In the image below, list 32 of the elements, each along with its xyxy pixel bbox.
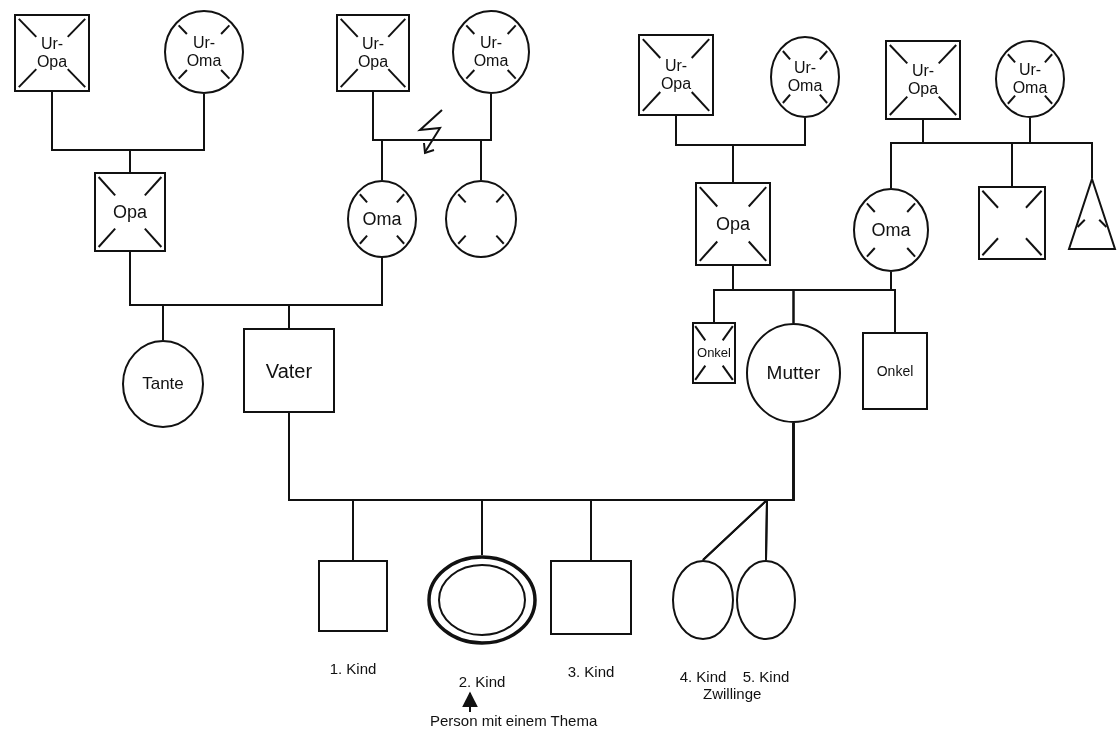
person-name: Opa [113, 201, 147, 223]
family-line [765, 422, 795, 561]
family-line [890, 271, 896, 333]
person-name: Ur-Opa [906, 61, 940, 99]
person-name: Oma [871, 219, 911, 241]
twins-label: Zwillinge [703, 685, 762, 702]
person-name: Opa [716, 213, 750, 235]
person-name: Ur-Oma [786, 58, 824, 96]
person-name: Onkel [697, 345, 731, 361]
person-name: Tante [142, 374, 184, 394]
person-label: 2. Kind [457, 673, 507, 690]
family-line [732, 117, 806, 183]
person-name: Oma [362, 208, 402, 230]
person-label: 3. Kind [566, 663, 616, 680]
person-name: Ur-Oma [472, 33, 510, 71]
person-name: Mutter [766, 362, 821, 384]
person-name: Ur-Opa [35, 34, 69, 72]
person-name: Ur-Opa [356, 34, 390, 72]
person-label: 4. Kind [678, 668, 728, 685]
person-name: Ur-Opa [659, 56, 693, 94]
person-label: 1. Kind [328, 660, 378, 677]
person-name: Ur-Oma [1011, 60, 1049, 98]
person-name: Ur-Oma [185, 33, 223, 71]
annotation-text: Person mit einem Thema [430, 712, 598, 729]
family-line [1029, 117, 1093, 179]
person-label: 5. Kind [741, 668, 791, 685]
family-line [288, 257, 383, 329]
family-line [129, 93, 205, 173]
person-name: Vater [265, 359, 313, 382]
family-line [480, 93, 492, 181]
person-name: Onkel [876, 362, 914, 380]
pointer-arrow [462, 691, 478, 713]
